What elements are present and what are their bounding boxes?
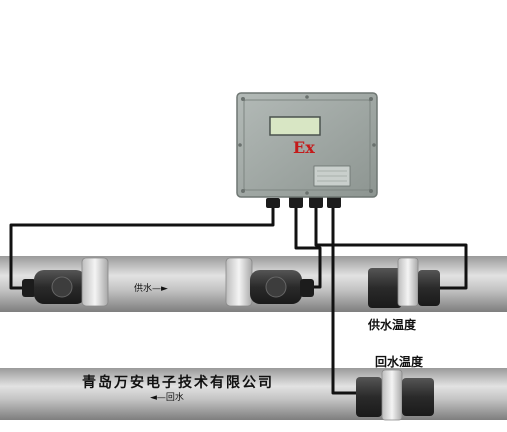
return-temperature-sensor [356, 369, 434, 421]
cable-supply-temp [314, 204, 468, 290]
return-temp-label: 回水温度 [375, 355, 424, 369]
flowmeter-enclosure [236, 92, 378, 198]
company-name: 青岛万安电子技术有限公司 [82, 375, 274, 391]
return-flow-label: ◄—回水 [150, 393, 184, 403]
cable-glands [266, 196, 341, 208]
cable-return-temp [331, 204, 356, 395]
signal-cables [9, 204, 468, 395]
flow-transducer-left [22, 257, 109, 307]
cable-flow-transducer-right [294, 204, 322, 289]
lcd-display [269, 116, 321, 136]
supply-temperature-sensor [368, 257, 440, 308]
supply-temp-label: 供水温度 [368, 318, 417, 332]
supply-flow-label: 供水—► [134, 284, 168, 294]
cable-flow-transducer-left [9, 206, 275, 290]
ex-marking: Ex [293, 138, 315, 157]
flow-transducer-right [225, 257, 314, 307]
